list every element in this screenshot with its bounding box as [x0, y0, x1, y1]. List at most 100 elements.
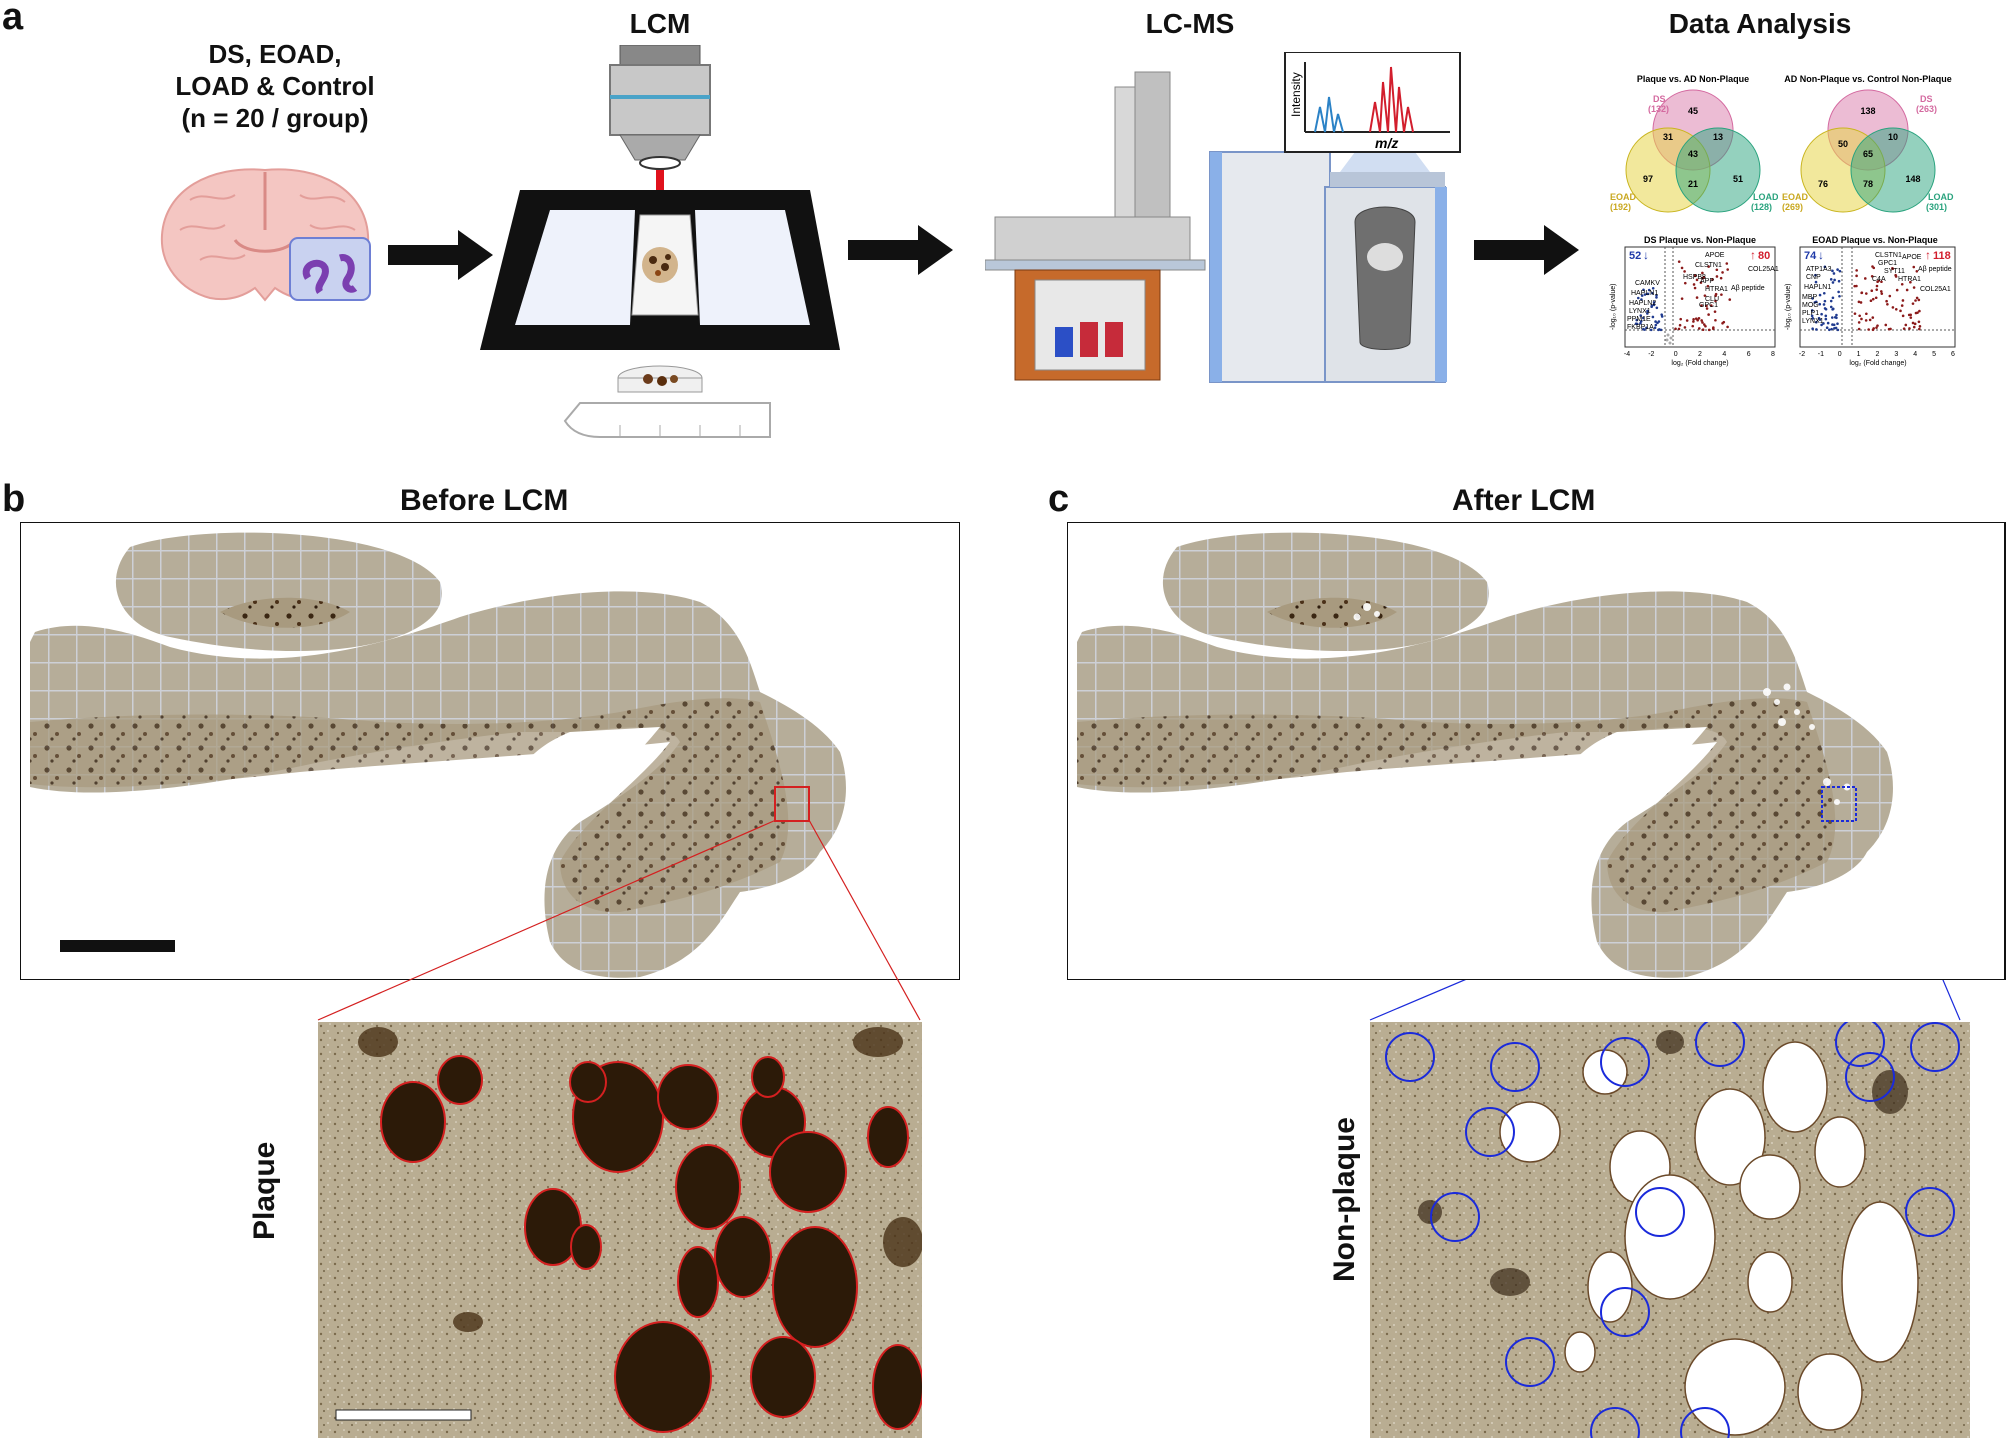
volcano2-down-point [1820, 323, 1823, 327]
volcano2-up-point [1894, 275, 1898, 278]
venn2-region-g: 148 [1905, 174, 1920, 184]
volcano2-up-point [1857, 327, 1861, 331]
venn2-set-eoad-count: (269) [1782, 202, 1803, 212]
volcano1-up-point [1700, 304, 1703, 307]
volcano1-up-point [1707, 313, 1710, 316]
venn2-region-f: 78 [1863, 179, 1873, 189]
volcano2-down-point [1830, 327, 1833, 331]
volcano1-down-point [1639, 321, 1642, 325]
volcano2-up-point [1911, 321, 1915, 325]
volcano2-up-point [1918, 325, 1922, 328]
volcano1-label-apoe: APOE [1705, 252, 1725, 259]
volcano2-down-point [1829, 278, 1833, 281]
volcano2-down-point [1815, 328, 1818, 331]
volcano1-xlabel: log₂ (Fold change) [1671, 360, 1728, 367]
volcano2-xtick-label: 3 [1894, 351, 1898, 358]
volcano1-up-point [1714, 318, 1717, 322]
venn1-region-b: 31 [1663, 132, 1673, 142]
volcano1-up-point [1728, 298, 1732, 301]
volcano2-down-point [1823, 307, 1827, 310]
volcano2-up-point [1912, 325, 1916, 329]
lcm-title: LCM [629, 8, 691, 39]
volcano2-label-mbp: MBP [1802, 294, 1818, 301]
volcano2-label-lynx1: LYNX1 [1802, 318, 1824, 325]
volcano1-up-point [1701, 321, 1704, 324]
volcano2-up-point [1914, 311, 1918, 315]
volcano2-down-point [1820, 312, 1823, 316]
volcano2-down-point [1837, 279, 1841, 283]
volcano1-xtick-label: -4 [1624, 351, 1630, 358]
volcano1-up-point [1715, 275, 1719, 278]
volcano2-up-point [1880, 290, 1883, 293]
venn2-set-load-count: (301) [1926, 202, 1947, 212]
volcano1-down-point [1646, 292, 1650, 296]
volcano1-xtick-label: 2 [1698, 351, 1702, 358]
volcano2-label-col25a1: COL25A1 [1920, 286, 1951, 293]
volcano2-up-point [1909, 316, 1913, 319]
volcano2-xtick-label: 2 [1876, 351, 1880, 358]
panel-c-label: c [1048, 478, 1070, 520]
volcano1-up-point [1685, 319, 1689, 322]
arrow-1 [388, 230, 493, 280]
volcano1-up-point [1692, 320, 1695, 323]
volcano2-up-point [1860, 291, 1863, 295]
volcano2-up-point [1859, 301, 1863, 304]
volcano2-up-point [1908, 327, 1911, 330]
volcano2-down-point [1814, 273, 1817, 277]
panel-b-title: Before LCM [400, 484, 569, 517]
volcano1-up-point [1713, 310, 1717, 313]
panel-b-label: b [2, 478, 26, 520]
volcano2-down-point [1822, 303, 1826, 306]
volcano2-up-point [1869, 299, 1873, 303]
volcano1-down-arrow: ↓ [1643, 248, 1649, 262]
volcano2-up-point [1857, 300, 1861, 304]
volcano2-down-point [1832, 272, 1836, 275]
volcano2-down-count: 74 [1804, 250, 1817, 262]
nonplaque-label: Non-plaque [1328, 1117, 1361, 1282]
volcano2-up-point [1870, 289, 1874, 292]
volcano2-up-point [1874, 296, 1878, 300]
volcano2-up-point [1884, 323, 1888, 327]
volcano1-up-arrow: ↑ [1750, 248, 1756, 262]
volcano1-up-point [1700, 319, 1703, 322]
volcano1-up-point [1678, 323, 1682, 327]
volcano2-xtick-label: -2 [1799, 351, 1805, 358]
volcano1-up-point [1680, 297, 1684, 300]
volcano1-up-point [1704, 324, 1707, 328]
volcano2-label-clstn1: CLSTN1 [1875, 252, 1902, 259]
volcano2-up-point [1871, 265, 1874, 268]
spectrum-xlabel: m/z [1375, 135, 1398, 151]
venn1-region-g: 51 [1733, 174, 1743, 184]
volcano1-down-point [1652, 301, 1656, 304]
venn1-title: Plaque vs. AD Non-Plaque [1637, 74, 1749, 84]
venn2-region-e: 76 [1818, 179, 1828, 189]
volcano2-down-point [1817, 316, 1821, 320]
volcano1-down-point [1642, 288, 1645, 292]
venn-diagram-1: Plaque vs. AD Non-Plaque DS (132) EOAD (… [1610, 74, 1778, 213]
volcano2-down-point [1836, 322, 1839, 326]
volcano1-down-point [1647, 288, 1651, 292]
volcano1-up-point [1683, 281, 1687, 285]
plaque-inset-image [318, 1022, 922, 1438]
volcano2-up-point [1863, 277, 1867, 280]
volcano1-up-point [1705, 304, 1708, 308]
volcano2-up-point [1913, 322, 1917, 326]
volcano2-down-point [1837, 290, 1840, 294]
volcano2-up-point [1855, 274, 1858, 278]
volcano1-xtick-label: 6 [1747, 351, 1751, 358]
cohort-line-3: (n = 20 / group) [181, 103, 369, 133]
volcano1-up-point [1705, 307, 1709, 310]
volcano1-down-point [1650, 304, 1654, 307]
volcano1-up-point [1714, 292, 1718, 296]
volcano2-xtick-label: 4 [1913, 351, 1917, 358]
volcano2-up-point [1867, 328, 1870, 331]
volcano2-up-point [1876, 324, 1879, 327]
volcano1-down-point [1654, 323, 1658, 327]
volcano2-down-point [1828, 328, 1831, 332]
volcano1-label-lynx1: LYNX1 [1629, 308, 1651, 315]
volcano1-xtick-label: 4 [1722, 351, 1726, 358]
volcano2-down-point [1829, 305, 1833, 309]
volcano1-down-point [1643, 328, 1646, 331]
venn1-region-a: 45 [1688, 106, 1698, 116]
